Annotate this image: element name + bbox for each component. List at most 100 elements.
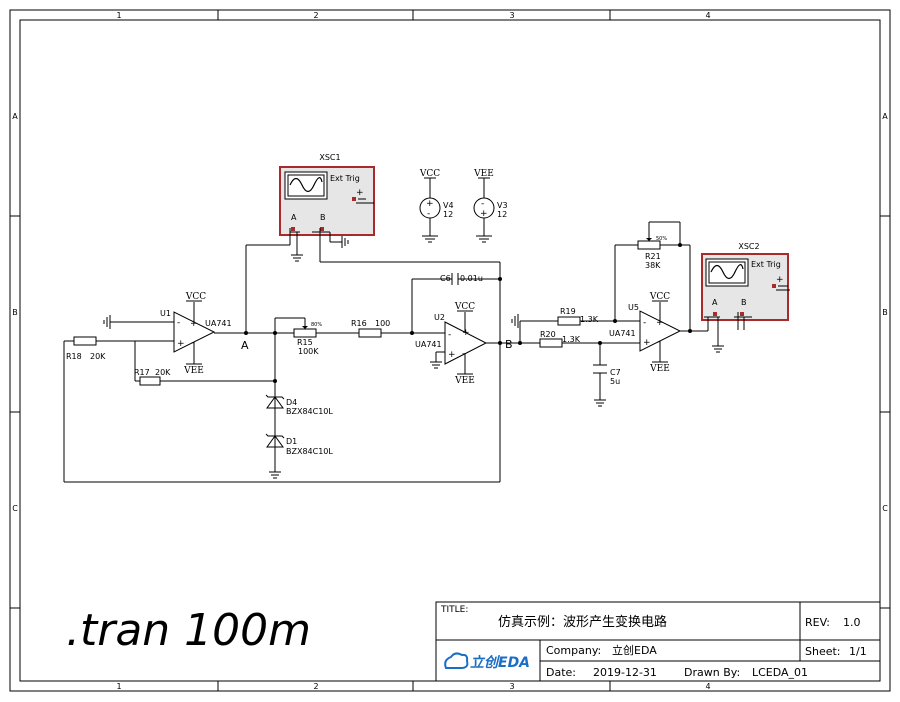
sim-command: .tran 100m (66, 605, 311, 656)
u2-vcc: VCC (454, 302, 475, 312)
r21-percent: 50% (656, 236, 667, 242)
xsc2-name: XSC2 (738, 242, 759, 251)
u5-minus-sign: - (643, 318, 646, 328)
resistor-r20[interactable]: R20 1.3K (539, 330, 581, 348)
opamp-u2[interactable]: - + + - VCC VEE U2 UA741 (415, 302, 488, 386)
r15-value: 100K (298, 347, 319, 356)
title-block: TITLE: 仿真示例：波形产生变换电路 REV: 1.0 Company: 立… (435, 601, 881, 682)
potentiometer-r15[interactable]: 80% R15 100K (293, 322, 322, 356)
oscilloscope-xsc2[interactable]: XSC2 Ext Trig + A B (701, 242, 790, 321)
opamp-u5[interactable]: - + + - VCC VEE U5 UA741 (609, 292, 682, 374)
r21-value: 38K (645, 261, 661, 270)
capacitor-c6[interactable]: C6 0.01u (440, 273, 483, 285)
d4-name: D4 (286, 398, 297, 407)
u1-plus-pin: + (190, 319, 198, 329)
v4-minus-sign: - (427, 209, 430, 219)
grid-row-c-left: C (12, 504, 18, 513)
r20-value: 1.3K (562, 335, 581, 344)
zener-d4[interactable]: D4 BZX84C10L (265, 394, 333, 416)
d4-value: BZX84C10L (286, 407, 333, 416)
r18-value: 20K (90, 352, 106, 361)
sheet-label: Sheet: (805, 645, 841, 658)
xsc1-name: XSC1 (319, 153, 340, 162)
resistor-r19[interactable]: R19 1.3K (557, 307, 599, 326)
wires (63, 221, 745, 483)
u2-minus-pin: - (462, 349, 465, 359)
r18-name: R18 (66, 352, 82, 361)
resistor-r17[interactable]: R17 20K (134, 368, 171, 386)
opamp-u1[interactable]: - + + - VCC VEE U1 UA741 (160, 292, 232, 376)
r15-percent: 80% (311, 322, 322, 328)
r19-value: 1.3K (580, 315, 599, 324)
r15-name: R15 (297, 338, 313, 347)
sine-wave-icon (710, 264, 744, 280)
u2-minus-sign: - (448, 330, 451, 340)
capacitor-c7[interactable]: C7 5u (593, 364, 621, 386)
v3-value: 12 (497, 210, 507, 219)
grid-col-4-bottom: 4 (705, 682, 710, 691)
lceda-logo: 立创EDA (444, 652, 530, 671)
c6-value: 0.01u (460, 274, 483, 283)
u1-vcc: VCC (185, 292, 206, 302)
c6-name: C6 (440, 274, 451, 283)
u2-plus-sign: + (448, 350, 456, 360)
u5-minus-pin: - (657, 337, 660, 347)
sine-wave-icon (289, 177, 323, 193)
v3-rail: VEE (473, 169, 494, 179)
title-label: TITLE: (440, 605, 468, 615)
u1-name: U1 (160, 309, 171, 318)
grid-row-a-right: A (882, 112, 888, 121)
r17-name: R17 (134, 368, 150, 377)
grid-labels: 1 2 3 4 1 2 3 4 A B C A B C (12, 11, 888, 691)
grid-col-3-bottom: 3 (509, 682, 514, 691)
v3-name: V3 (497, 201, 508, 210)
u2-vee: VEE (454, 376, 475, 386)
u5-vee: VEE (649, 364, 670, 374)
r16-name: R16 (351, 319, 367, 328)
grid-col-3-top: 3 (509, 11, 514, 20)
xsc2-ext-trig: Ext Trig (751, 260, 781, 269)
resistor-r18[interactable]: R18 20K (66, 336, 106, 361)
xsc1-channel-a: A (291, 213, 297, 222)
c7-name: C7 (610, 368, 621, 377)
potentiometer-r21[interactable]: 50% R21 38K (637, 236, 667, 270)
u2-model: UA741 (415, 340, 442, 349)
resistor-r16[interactable]: R16 100 (351, 319, 390, 338)
xsc1-channel-b: B (320, 213, 326, 222)
zener-d1[interactable]: D1 BZX84C10L (265, 433, 333, 456)
r20-name: R20 (540, 330, 556, 339)
xsc1-ext-trig: Ext Trig (330, 174, 360, 183)
u5-vcc: VCC (649, 292, 670, 302)
r16-value: 100 (375, 319, 390, 328)
date-label: Date: (546, 666, 576, 679)
grid-row-b-right: B (882, 308, 888, 317)
v3-minus-sign: - (481, 199, 484, 209)
xsc2-channel-b: B (741, 298, 747, 307)
title-text: 仿真示例：波形产生变换电路 (498, 614, 667, 630)
grid-row-a-left: A (12, 112, 18, 121)
r19-name: R19 (560, 307, 576, 316)
r21-name: R21 (645, 252, 661, 261)
v4-name: V4 (443, 201, 454, 210)
oscilloscope-xsc1[interactable]: XSC1 Ext Trig + A B (279, 153, 375, 236)
net-label-b: B (505, 338, 513, 351)
c7-value: 5u (610, 377, 620, 386)
cloud-logo-icon (444, 652, 469, 669)
supply-v4[interactable]: VCC + - V4 12 (419, 169, 454, 243)
net-label-a: A (241, 339, 249, 352)
supply-v3[interactable]: VEE - + V3 12 (473, 169, 508, 243)
rev-label: REV: (805, 616, 830, 629)
grid-row-b-left: B (12, 308, 18, 317)
logo-text: 立创EDA (470, 654, 530, 671)
u1-model: UA741 (205, 319, 232, 328)
d1-name: D1 (286, 437, 297, 446)
rev-value: 1.0 (843, 616, 861, 629)
u1-plus-sign: + (177, 339, 185, 349)
u5-model: UA741 (609, 329, 636, 338)
u1-minus-pin: - (191, 338, 194, 348)
d1-value: BZX84C10L (286, 447, 333, 456)
date-value: 2019-12-31 (593, 666, 657, 679)
u5-plus-sign: + (643, 338, 651, 348)
xsc1-trig-plus: + (356, 188, 364, 198)
